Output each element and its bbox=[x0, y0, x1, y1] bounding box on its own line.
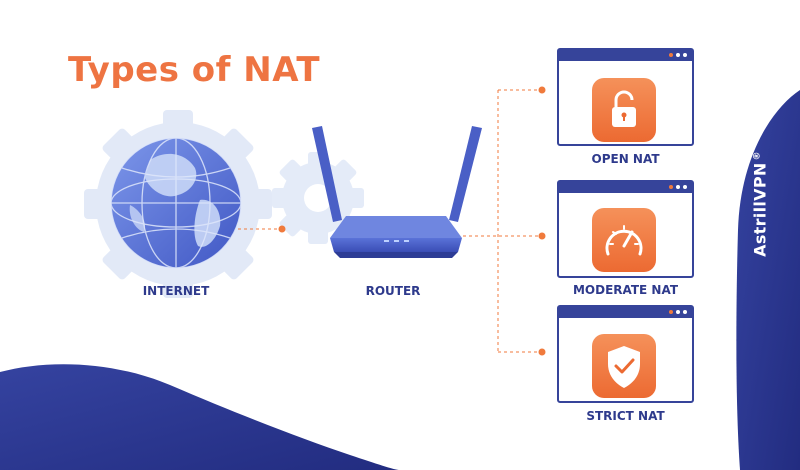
internet-label: INTERNET bbox=[142, 284, 210, 298]
bottom-left-wave bbox=[0, 364, 400, 470]
gauge-icon bbox=[605, 225, 643, 256]
nat-window-strict bbox=[557, 305, 694, 403]
strict-nat-label: STRICT NAT bbox=[586, 409, 665, 423]
brand-registered-mark: ® bbox=[752, 151, 763, 161]
moderate-nat-label: MODERATE NAT bbox=[572, 283, 679, 297]
shield-check-icon bbox=[608, 346, 640, 388]
router-icon bbox=[312, 126, 482, 258]
brand-name: AstrillVPN bbox=[750, 162, 770, 257]
router-label: ROUTER bbox=[365, 284, 421, 298]
lock-icon bbox=[612, 90, 636, 127]
open-nat-label: OPEN NAT bbox=[591, 152, 660, 166]
connector-lines bbox=[238, 89, 542, 353]
astrillvpn-logo: AstrillVPN® bbox=[751, 151, 770, 257]
nat-window-moderate bbox=[557, 180, 694, 278]
page-title: Types of NAT bbox=[68, 50, 321, 90]
globe-icon bbox=[110, 137, 242, 269]
right-edge-wave bbox=[736, 90, 800, 470]
connector-dots bbox=[278, 86, 546, 356]
nat-window-open bbox=[557, 48, 694, 146]
